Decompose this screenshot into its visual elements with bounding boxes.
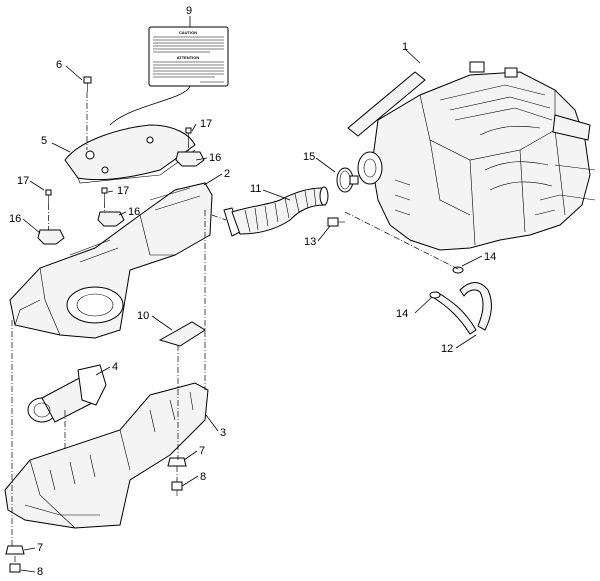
label-card-attention-title: ATTENTION xyxy=(177,55,200,60)
callout-14-upper: 14 xyxy=(484,251,496,263)
callout-5: 5 xyxy=(41,135,47,147)
callout-14-lower: 14 xyxy=(396,308,408,320)
callout-7-left: 7 xyxy=(37,542,43,554)
callout-16-top: 16 xyxy=(209,152,221,164)
callout-12: 12 xyxy=(441,343,453,355)
clamp-15 xyxy=(336,167,359,193)
callout-8-left: 8 xyxy=(37,566,43,578)
callout-17-left: 17 xyxy=(17,175,29,187)
caution-label-card: CAUTION ATTENTION xyxy=(148,26,229,87)
clip-16-top xyxy=(175,127,205,167)
callout-17-middle: 17 xyxy=(117,185,129,197)
engine-block xyxy=(347,61,596,251)
callout-11: 11 xyxy=(250,183,261,195)
clip-16-left xyxy=(37,189,65,245)
callout-7-right: 7 xyxy=(199,445,205,457)
callout-17-top: 17 xyxy=(200,118,212,130)
callout-3: 3 xyxy=(220,427,226,439)
callout-2: 2 xyxy=(224,168,230,180)
air-silencer-housing xyxy=(9,182,213,339)
inlet-adapter xyxy=(27,364,107,423)
callout-1: 1 xyxy=(402,41,408,53)
callout-10: 10 xyxy=(137,310,149,322)
callout-9: 9 xyxy=(186,5,192,17)
cover-plate xyxy=(158,321,206,347)
grommet-7-left xyxy=(5,545,25,555)
clip-16-middle xyxy=(97,187,125,227)
air-silencer-base xyxy=(4,382,209,529)
label-card-caution-title: CAUTION xyxy=(179,30,197,35)
callout-numbers: 1 2 3 4 5 6 7 7 8 8 9 10 11 12 13 14 14 … xyxy=(9,5,496,578)
callout-15: 15 xyxy=(303,151,315,163)
assembly-guide-lines xyxy=(11,92,461,564)
callout-8-right: 8 xyxy=(200,471,206,483)
grommet-7-right xyxy=(167,457,187,467)
callout-6: 6 xyxy=(56,59,62,71)
screw-8-left xyxy=(9,563,21,573)
air-intake-duct xyxy=(223,186,329,237)
callout-16-middle: 16 xyxy=(128,206,140,218)
fitting-13 xyxy=(327,217,345,227)
silencer-top-cover xyxy=(64,124,196,184)
screw-8-right xyxy=(171,481,183,496)
leader-lines xyxy=(20,16,483,573)
hose-12 xyxy=(429,266,492,335)
callout-13: 13 xyxy=(304,236,316,248)
callout-16-left: 16 xyxy=(9,213,21,225)
callout-4: 4 xyxy=(112,361,118,373)
screw-6 xyxy=(83,76,92,92)
